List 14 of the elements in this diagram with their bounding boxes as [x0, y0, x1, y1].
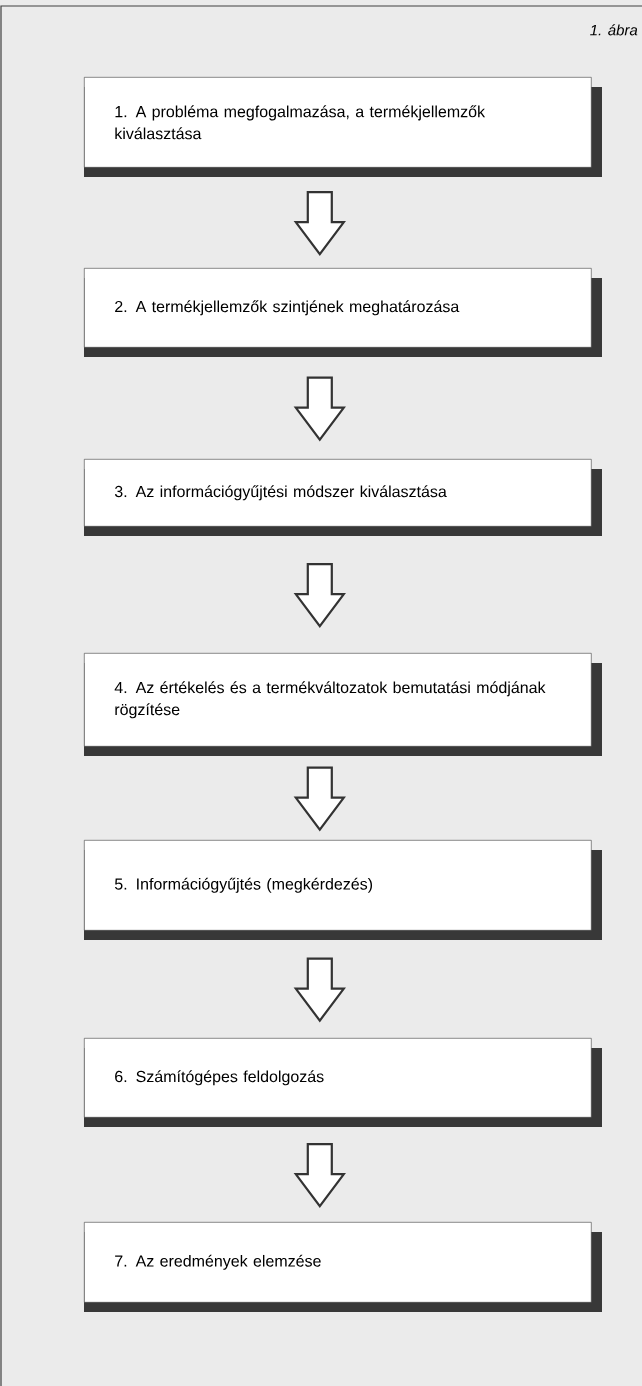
- process-box: 6. Számítógépes feldolgozás: [84, 1038, 602, 1127]
- process-box: 3. Az információgyűjtési módszer kiválasztása: [84, 459, 602, 536]
- arrow: [293, 191, 346, 256]
- arrow: [293, 957, 346, 1023]
- process-box: 2. A termékjellemzők szintjének meghatározása: [84, 268, 602, 357]
- process-box: 1. A probléma megfogalmazása, a termékjellemzők kiválasztása: [84, 77, 602, 177]
- arrow: [293, 766, 346, 832]
- figure-label: 1. ábra: [590, 24, 638, 36]
- process-box: 4. Az értékelés és a termékváltozatok bemutatási módjának rögzítése: [84, 653, 602, 756]
- arrow: [293, 376, 346, 442]
- process-box: 7. Az eredmények elemzése: [84, 1222, 602, 1312]
- process-box: 5. Információgyűjtés (megkérdezés): [84, 840, 602, 940]
- arrow: [293, 1143, 346, 1208]
- arrow: [293, 563, 346, 628]
